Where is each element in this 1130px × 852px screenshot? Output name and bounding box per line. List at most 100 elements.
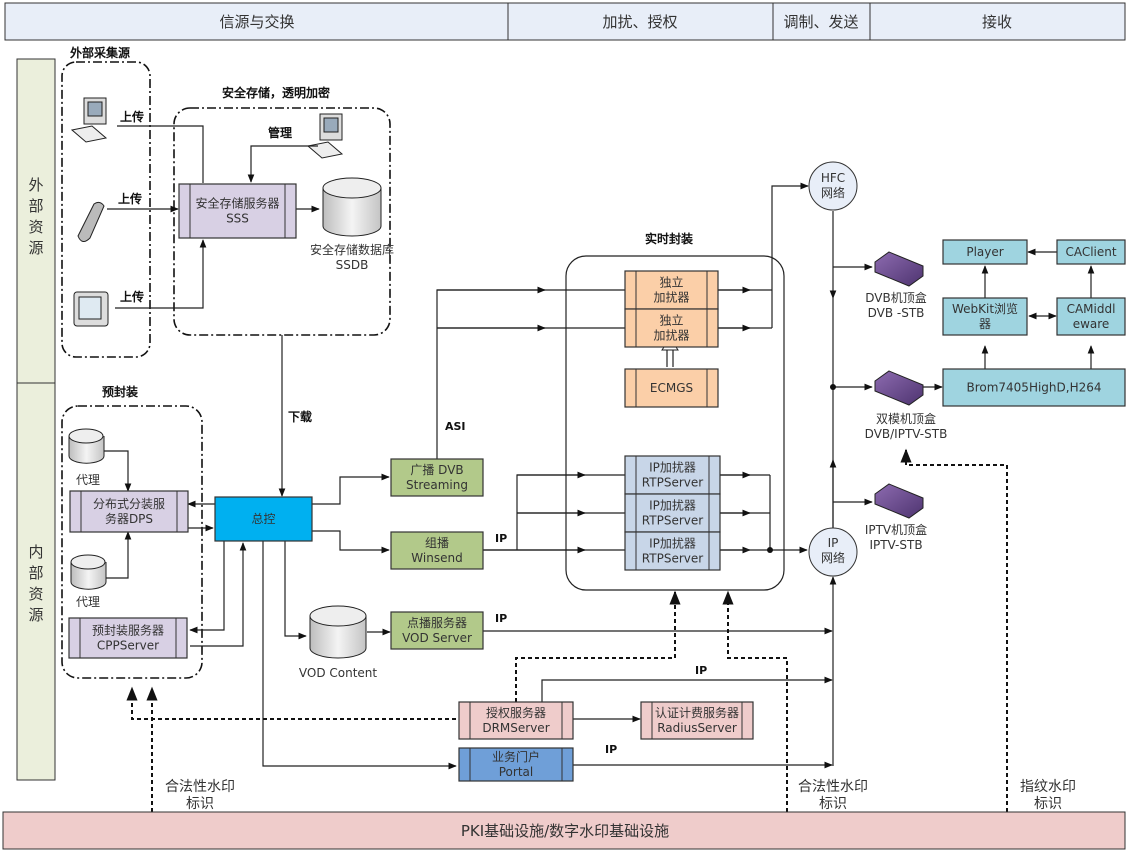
ip-network: IP 网络 (808, 527, 858, 577)
iptv-stb-label-2: IPTV-STB (869, 538, 922, 552)
iptv-stb-label-1: IPTV机顶盒 (865, 522, 927, 537)
dvb-stb-label-1: DVB机顶盒 (865, 290, 926, 305)
connectors (104, 125, 1095, 770)
edge-label-download: 下载 (288, 409, 312, 424)
drm-server-box-label-1: 授权服务器 (486, 705, 546, 720)
edge-label-upload-2: 上传 (118, 191, 142, 206)
edge-label-ip-portal: IP (605, 743, 617, 756)
winsend-box-label-2: Winsend (411, 551, 462, 565)
svg-text:IP: IP (828, 536, 839, 550)
group-prepackage (61, 405, 203, 679)
side-label-internal: 内部资源 (28, 543, 43, 624)
svg-text:HFC: HFC (821, 171, 845, 185)
player-box-label-1: Player (966, 245, 1003, 259)
group-label-prepackage: 预封装 (102, 384, 138, 399)
dvb-stb-label-2: DVB -STB (868, 306, 925, 320)
webkit-browser-box-label-1: WebKit浏览 (952, 301, 1018, 316)
player-box: Player (942, 239, 1028, 265)
edge-label-upload-3: 上传 (120, 289, 144, 304)
legal-watermark-label-b1: 合法性水印 (798, 779, 868, 795)
brom-chipset-box: Brom7405HighD,H264 (942, 368, 1126, 407)
header-bar: 信源与交换 加扰、授权 调制、发送 接收 (4, 2, 1126, 41)
ssdb-label-1: 安全存储数据库 (310, 242, 394, 257)
proxy-1-cylinder (68, 428, 105, 464)
ip-scrambler-box-2-label-1: IP加扰器 (649, 499, 696, 513)
ecmgs-box: ECMGS (624, 368, 719, 408)
ssdb-cylinder (322, 177, 382, 237)
edge-label-manage: 管理 (268, 125, 292, 140)
ip-scrambler-box-1-label-1: IP加扰器 (649, 461, 696, 475)
vod-server-box-label-1: 点播服务器 (407, 615, 467, 630)
scrambler-box-2-label-2: 加扰器 (653, 329, 689, 343)
group-label-realtime: 实时封装 (645, 231, 693, 246)
ssdb-label-2: SSDB (336, 258, 369, 272)
sss-box-label-2: SSS (226, 212, 249, 226)
dvb-stb-icon (874, 251, 924, 287)
pc-icon (70, 97, 108, 143)
hfc-network: HFC 网络 (808, 161, 858, 211)
iptv-stb-icon (874, 483, 924, 519)
ip-scrambler-box-1-label-2: RTPServer (642, 476, 703, 490)
dps-box-label-2: 务器DPS (105, 511, 153, 526)
svg-text:网络: 网络 (821, 185, 845, 200)
portal-box-label-1: 业务门户 (492, 749, 540, 764)
camiddleware-box-label-2: eware (1073, 317, 1110, 331)
group-secure-storage (173, 107, 391, 336)
vod-content-cylinder (309, 605, 367, 659)
edge-label-ip-winsend: IP (495, 532, 507, 545)
dps-box-label-1: 分布式分装服 (93, 497, 165, 511)
webkit-browser-box-label-2: 器 (979, 317, 991, 331)
side-external: 外部资源 (16, 58, 56, 384)
header-col-receive: 接收 (982, 13, 1012, 31)
proxy-1-label: 代理 (76, 473, 100, 487)
edge-label-asi: ASI (445, 420, 466, 433)
radius-server-box-label-1: 认证计费服务器 (655, 705, 739, 720)
proxy-2-cylinder (70, 554, 107, 590)
vod-server-box-label-2: VOD Server (402, 631, 472, 645)
pki-footer-label: PKI基础设施/数字水印基础设施 (461, 822, 669, 840)
legal-watermark-label-b2: 标识 (819, 796, 847, 812)
master-control-box: 总控 (214, 496, 313, 542)
header-col-source: 信源与交换 (219, 13, 294, 31)
svg-text:网络: 网络 (821, 550, 845, 565)
ip-scrambler-box-2-label-2: RTPServer (642, 514, 703, 528)
caclient-box: CAClient (1056, 239, 1126, 265)
vod-content-label: VOD Content (299, 666, 378, 680)
ip-scrambler-box-3-label-1: IP加扰器 (649, 537, 696, 551)
edge-label-ip-drm: IP (695, 664, 707, 677)
caclient-box-label-1: CAClient (1065, 245, 1116, 259)
ip-scrambler-box-3-label-2: RTPServer (642, 552, 703, 566)
dual-stb-label-1: 双模机顶盒 (876, 411, 936, 426)
group-label-secure-storage: 安全存储，透明加密 (222, 85, 330, 100)
tv-icon (73, 291, 109, 327)
radius-server-box-label-2: RadiusServer (657, 721, 737, 735)
group-external-sources (61, 61, 151, 358)
cpp-box-label-1: 预封装服务器 (92, 623, 164, 638)
brom-chipset-box-label-1: Brom7405HighD,H264 (966, 381, 1101, 395)
proxy-2-label: 代理 (76, 595, 100, 609)
sss-box-label-1: 安全存储服务器 (195, 196, 279, 211)
scrambler-box-1-label-2: 加扰器 (653, 291, 689, 305)
scrambler-box-2-label-1: 独立 (659, 313, 683, 328)
pki-footer: PKI基础设施/数字水印基础设施 (2, 811, 1126, 850)
ecmgs-box-label-1: ECMGS (650, 381, 693, 395)
side-internal: 内部资源 (16, 382, 56, 781)
group-label-external-sources: 外部采集源 (70, 45, 130, 60)
watermark-connectors (126, 448, 1008, 812)
cpp-box-label-2: CPPServer (97, 639, 159, 653)
dual-stb-icon (874, 370, 924, 406)
